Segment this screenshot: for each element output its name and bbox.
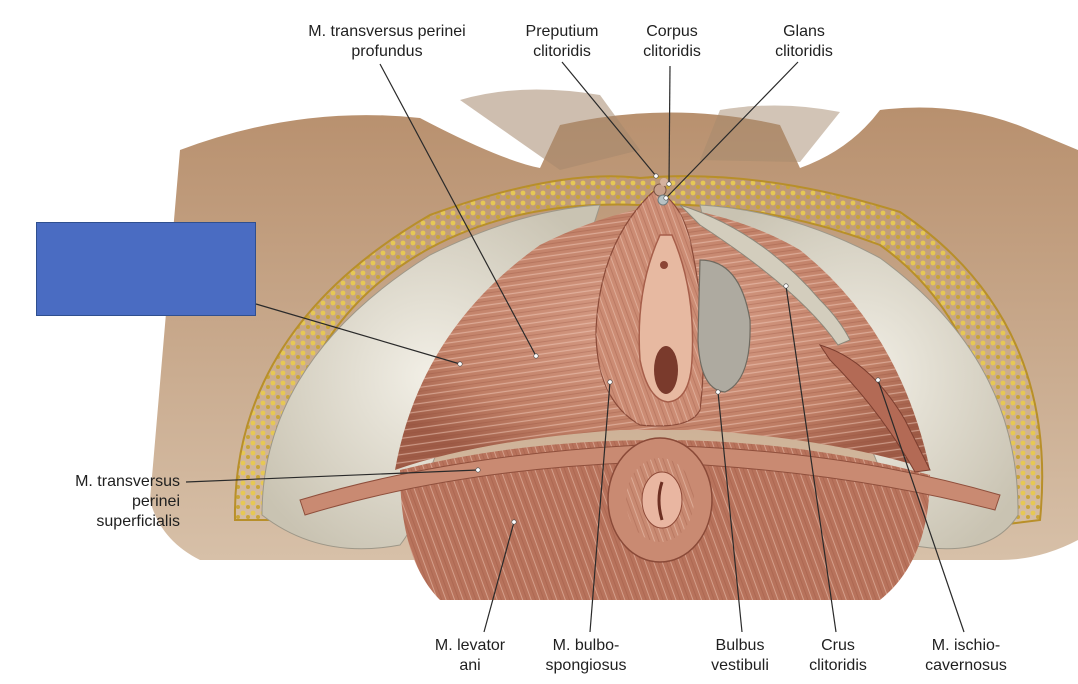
- leader-dots: [457, 173, 881, 525]
- leader-transversus-profundus: [379, 63, 537, 357]
- label-bulbus-vestibuli: Bulbus vestibuli: [711, 637, 769, 674]
- vestibule-opening: [638, 234, 694, 403]
- anal-sphincter: [607, 437, 713, 563]
- label-bulbospongiosus: M. bulbo- spongiosus: [545, 637, 627, 674]
- leader-corpus: [668, 65, 671, 185]
- label-glans: Glans clitoridis: [775, 23, 833, 60]
- leader-transversus-superficialis: [185, 469, 479, 483]
- urethral-orifice: [660, 261, 668, 269]
- corpus-shape: [660, 178, 668, 186]
- leader-ischiocavernosus: [877, 379, 965, 633]
- leader-levator-ani: [483, 521, 515, 633]
- leader-redacted: [255, 303, 461, 365]
- leader-glans: [665, 61, 799, 199]
- label-ischiocavernosus: M. ischio- cavernosus: [925, 637, 1007, 674]
- fat-layer: [233, 175, 1044, 527]
- label-transversus-profundus: M. transversus perinei profundus: [308, 23, 466, 60]
- leader-crus: [785, 285, 837, 633]
- leader-bulbospongiosus: [589, 381, 611, 633]
- label-preputium: Preputium clitoridis: [525, 23, 599, 60]
- muscle-transversus-superficialis: [299, 444, 1001, 516]
- label-crus-clitoridis: Crus clitoridis: [809, 637, 867, 674]
- label-corpus: Corpus clitoridis: [643, 23, 701, 60]
- muscle-ischiocavernosus: [818, 344, 931, 473]
- leader-bulbus-vestibuli: [717, 391, 743, 633]
- bulbus-vestibuli: [697, 259, 751, 393]
- leader-lines: [185, 61, 965, 633]
- leader-preputium: [561, 61, 657, 177]
- hidden-label-box: [36, 222, 256, 316]
- label-levator-ani: M. levator ani: [434, 637, 506, 674]
- vaginal-orifice: [654, 346, 678, 394]
- label-transversus-superficialis: M. transversus perinei superficialis: [75, 473, 180, 530]
- crus-clitoridis: [679, 204, 851, 346]
